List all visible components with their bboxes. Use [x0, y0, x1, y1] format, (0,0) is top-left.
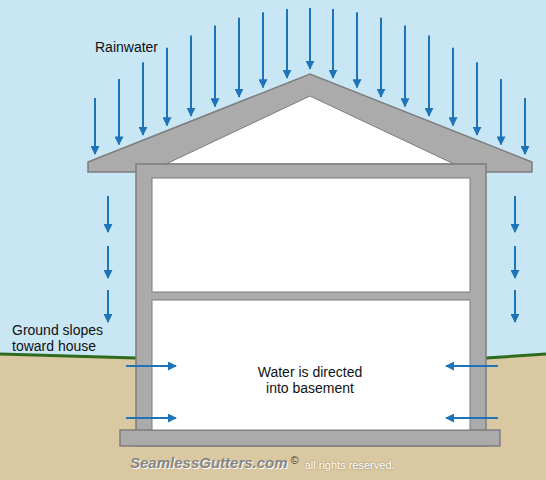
- water-arrow: [118, 79, 120, 144]
- watermark: SeamlessGutters.com© all rights reserved.: [130, 454, 395, 472]
- water-arrow: [190, 36, 192, 116]
- basement-note: Water is directed into basement: [246, 364, 374, 396]
- water-arrow: [524, 98, 526, 154]
- water-arrow: [166, 48, 168, 126]
- water-arrow: [446, 417, 498, 419]
- water-arrow: [309, 8, 311, 69]
- water-arrow: [214, 26, 216, 107]
- house-walls: [136, 164, 486, 446]
- grass-line: [0, 354, 136, 358]
- watermark-site: SeamlessGutters.com: [130, 454, 288, 472]
- water-arrow: [126, 417, 176, 419]
- water-arrow: [514, 196, 516, 232]
- water-arrows: [95, 8, 525, 418]
- footing: [120, 430, 500, 446]
- water-arrow: [476, 62, 478, 135]
- grass-line: [486, 354, 546, 358]
- water-arrow: [404, 26, 406, 107]
- water-arrow: [107, 196, 109, 232]
- watermark-rights: all rights reserved.: [305, 459, 395, 471]
- upper-floor-room: [152, 178, 470, 292]
- water-arrow: [452, 48, 454, 126]
- watermark-copyright: ©: [291, 454, 299, 466]
- water-arrow: [514, 290, 516, 322]
- water-arrow: [94, 98, 96, 154]
- basement-room: [152, 300, 470, 430]
- water-arrow: [286, 9, 288, 78]
- ground-slope-label: Ground slopes toward house: [12, 322, 124, 354]
- water-arrow: [332, 9, 334, 78]
- footing-fill: [137, 431, 485, 445]
- water-arrow: [238, 18, 240, 97]
- water-arrow: [380, 18, 382, 97]
- roof: [88, 74, 532, 172]
- attic: [166, 96, 454, 164]
- water-arrow: [142, 62, 144, 135]
- water-arrow: [428, 36, 430, 116]
- water-arrow: [126, 365, 176, 367]
- water-arrow: [514, 246, 516, 278]
- water-arrow: [500, 79, 502, 144]
- water-arrow: [446, 365, 498, 367]
- water-arrow: [107, 246, 109, 278]
- water-arrow: [107, 290, 109, 322]
- water-arrow: [356, 12, 358, 87]
- water-arrow: [262, 12, 264, 87]
- rain-label: Rainwater: [95, 39, 215, 55]
